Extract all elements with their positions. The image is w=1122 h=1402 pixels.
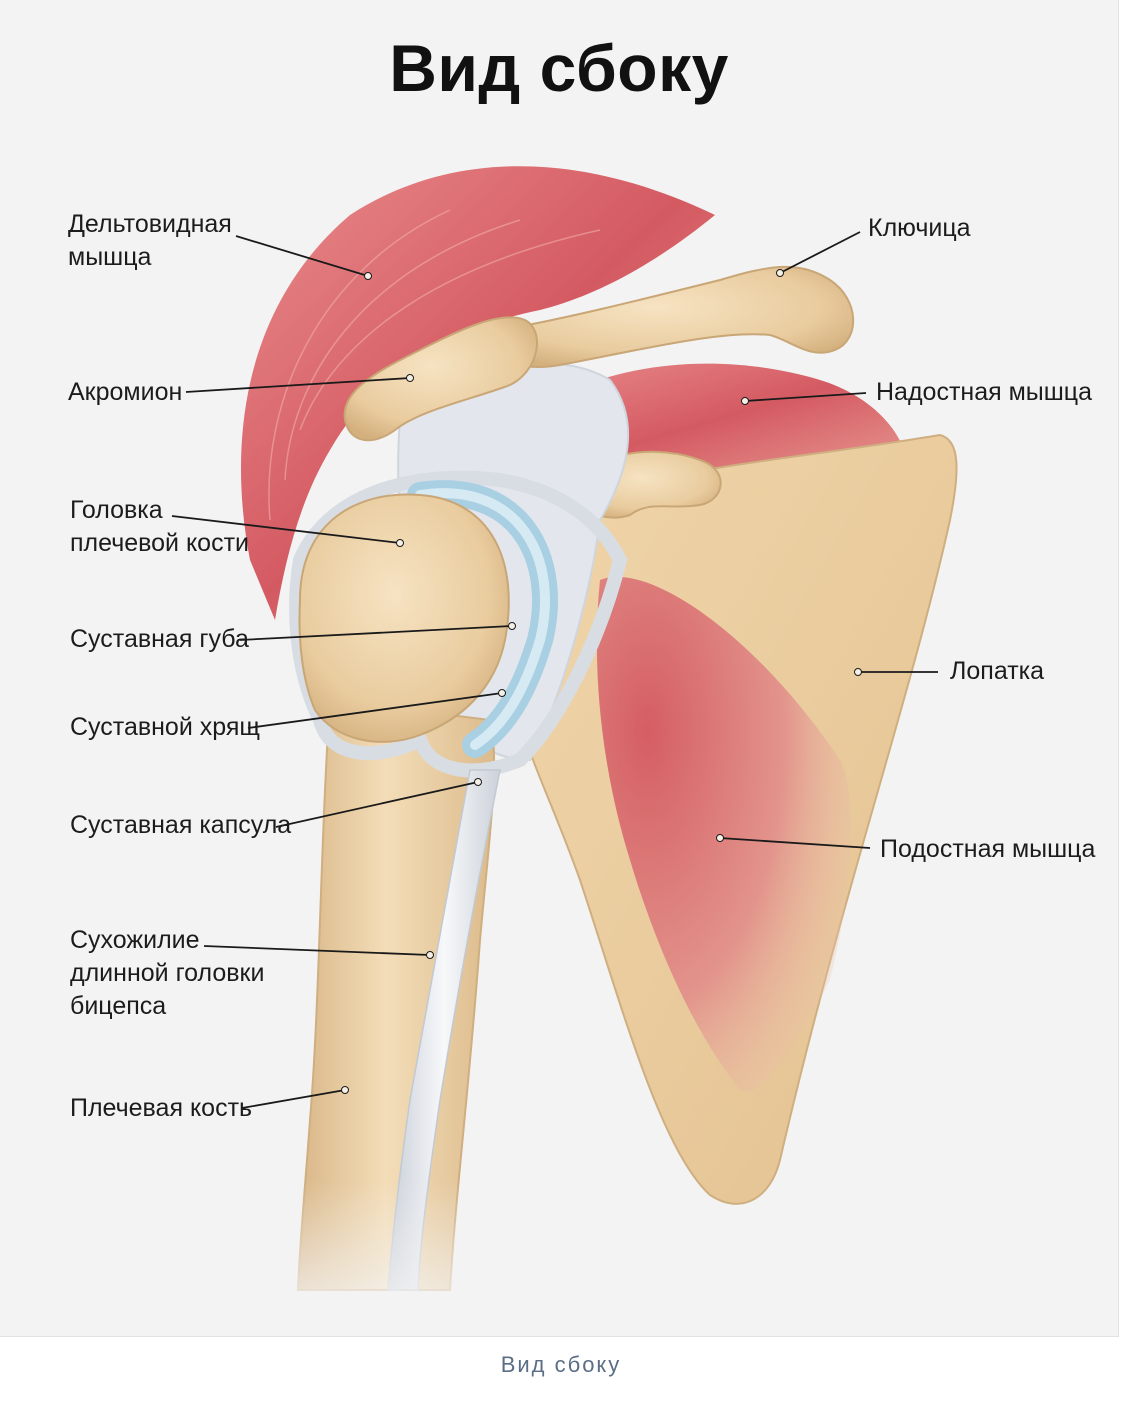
anatomy-figure: Вид сбоку Дельтовидная мышца Акромион Го… — [0, 0, 1119, 1337]
acromion-bone — [343, 316, 538, 442]
label-scapula: Лопатка — [950, 657, 1045, 685]
leader-clavicle — [779, 231, 861, 274]
label-supraspinatus: Надостная мышца — [876, 378, 1093, 406]
leader-biceps — [203, 945, 431, 956]
label-humerus: Плечевая кость — [70, 1094, 253, 1122]
label-cartilage: Суставной хрящ — [70, 713, 260, 741]
leader-infraspinatus — [719, 837, 871, 849]
figure-caption: Вид сбоку — [500, 1352, 622, 1377]
leader-humerus — [241, 1089, 346, 1109]
leader-acromion — [185, 377, 411, 393]
shoulder-illustration — [171, 166, 958, 1336]
leader-humeral-head — [171, 515, 401, 544]
leader-cartilage — [247, 692, 503, 729]
label-labrum: Суставная губа — [70, 625, 249, 653]
label-infraspinatus: Подостная мышца — [880, 835, 1096, 863]
figure-title: Вид сбоку — [389, 31, 729, 105]
infraspinatus-muscle — [596, 576, 851, 1092]
leader-capsule — [275, 781, 479, 828]
label-deltoid: Дельтовидная мышца — [68, 210, 232, 271]
deltoid-muscle — [240, 166, 715, 620]
label-capsule: Суставная капсула — [70, 811, 292, 839]
label-humeral-head: Головка плечевой кости — [70, 496, 249, 557]
leader-labrum — [239, 625, 513, 641]
label-biceps-tendon: Сухожилие длинной головки бицепса — [70, 926, 265, 1020]
capsule-band — [289, 470, 628, 778]
clavicle-bone — [493, 265, 855, 368]
humeral-head-bone — [298, 493, 510, 743]
leader-deltoid — [235, 235, 369, 277]
label-clavicle: Ключица — [868, 214, 971, 242]
label-acromion: Акромион — [68, 378, 183, 406]
leader-supraspinatus — [744, 392, 867, 402]
